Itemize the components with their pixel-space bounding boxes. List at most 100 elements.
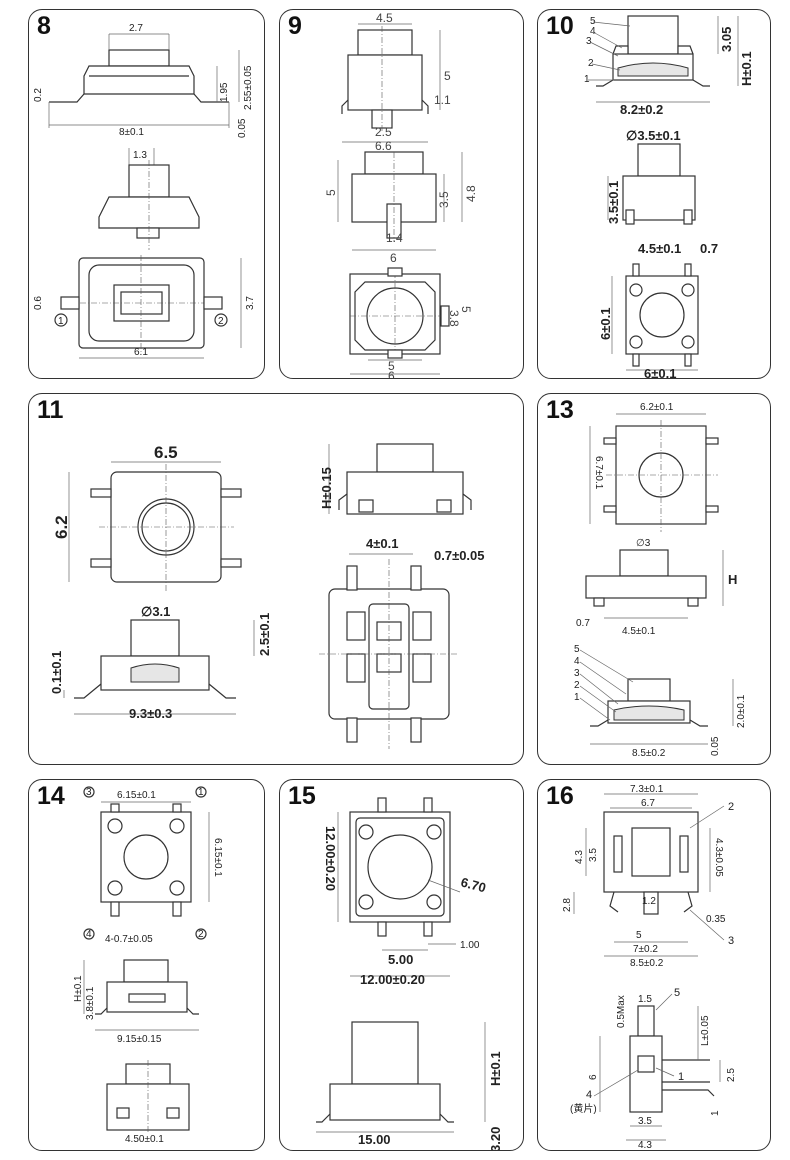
dim-label: 6.2±0.1 bbox=[640, 402, 674, 413]
pin-label: 1 bbox=[58, 316, 64, 327]
actuator-side bbox=[130, 619, 180, 657]
dim-label: 12.00±0.20 bbox=[360, 972, 425, 987]
dim-label: H±0.15 bbox=[319, 467, 334, 509]
callout-number: 2 bbox=[574, 680, 580, 691]
panel-9: 9 4.5 5 1.1 2.5 6.6 5 3.5 4.8 1.4 6 bbox=[279, 9, 524, 379]
dim-label: 1.4 bbox=[386, 231, 403, 245]
body-side bbox=[347, 54, 423, 111]
dim-label: 6.6 bbox=[375, 139, 392, 153]
dim-label: 6.7±0.1 bbox=[593, 456, 604, 490]
pin-label: 2 bbox=[218, 316, 224, 327]
actuator-side bbox=[627, 15, 679, 55]
dim-label: 1.00 bbox=[460, 940, 480, 951]
panel-number: 10 bbox=[546, 12, 574, 40]
dim-label: 3.05 bbox=[719, 27, 734, 52]
panel-number: 9 bbox=[288, 12, 302, 40]
dim-label: 0.1±0.1 bbox=[49, 651, 64, 694]
switch-8-drawing: 2.7 8±0.1 0.2 1.95 2.55±0.05 0.05 1.3 0.… bbox=[33, 23, 256, 359]
callout-number: 3 bbox=[86, 787, 92, 798]
panel-number: 8 bbox=[37, 12, 51, 40]
panel-15: 15 12.00±0.20 6.70 5.00 1.00 12.00±0.20 … bbox=[279, 779, 524, 1151]
dim-label: 0.35 bbox=[706, 914, 726, 925]
panel-number: 14 bbox=[37, 782, 65, 810]
dim-label: 1 bbox=[710, 1110, 721, 1116]
dim-label: 9.3±0.3 bbox=[129, 706, 172, 721]
switch-13-drawing: 6.2±0.1 6.7±0.1 ∅3 H 0.7 4.5±0.1 5 4 3 2… bbox=[574, 402, 747, 759]
dim-label: 3.5±0.1 bbox=[606, 181, 621, 224]
dim-label: 2.5±0.1 bbox=[257, 613, 272, 656]
dim-label: 4±0.1 bbox=[366, 536, 398, 551]
callout-number: 4 bbox=[86, 929, 92, 940]
dim-label: 6 bbox=[588, 1074, 599, 1080]
switch-9-drawing: 4.5 5 1.1 2.5 6.6 5 3.5 4.8 1.4 6 bbox=[324, 11, 478, 378]
pin-marker bbox=[214, 313, 228, 327]
callout-number: 2 bbox=[198, 929, 204, 940]
dim-label: 3.5 bbox=[588, 848, 599, 862]
dim-label: 4.50±0.1 bbox=[125, 1134, 164, 1145]
callout-number: 4 bbox=[590, 26, 596, 37]
switch-11-drawing: 6.5 6.2 ∅3.1 2.5±0.1 0.1±0.1 9.3±0.3 H±0… bbox=[49, 443, 485, 749]
body-side bbox=[629, 1035, 663, 1113]
callout-number: 5 bbox=[574, 644, 580, 655]
actuator-top bbox=[123, 834, 169, 880]
dim-label: 0.7±0.05 bbox=[434, 548, 485, 563]
dim-label: 5 bbox=[636, 930, 642, 941]
dim-label: 0.6 bbox=[33, 296, 44, 310]
dim-label: ∅3.5±0.1 bbox=[626, 128, 681, 143]
body-side bbox=[585, 575, 707, 599]
dim-label: 12.00±0.20 bbox=[323, 826, 338, 891]
dim-label: 6 bbox=[390, 251, 397, 265]
panel-number: 15 bbox=[288, 782, 316, 810]
dim-label: H±0.1 bbox=[488, 1051, 503, 1086]
callout-number: 3 bbox=[574, 668, 580, 679]
callout-number: 1 bbox=[678, 1071, 684, 1083]
pin-marker bbox=[54, 313, 68, 327]
dim-label: L±0.05 bbox=[700, 1015, 711, 1046]
dim-label: 4-0.7±0.05 bbox=[105, 934, 153, 945]
dim-label: H±0.1 bbox=[739, 51, 754, 86]
callout-note: (黄片) bbox=[570, 1102, 597, 1115]
dim-label: 4.3 bbox=[638, 1140, 652, 1151]
panel-10: 10 5 4 3 2 1 3.05 H±0.1 8.2±0.2 ∅3.5±0.1… bbox=[537, 9, 771, 379]
dim-label: 4.5 bbox=[376, 11, 393, 25]
dim-label: 5 bbox=[459, 306, 473, 313]
callout-number: 3 bbox=[728, 935, 734, 947]
dim-label: 1.5 bbox=[638, 994, 652, 1005]
actuator-top bbox=[639, 292, 685, 338]
dim-label: H bbox=[728, 572, 737, 587]
actuator-side bbox=[123, 959, 169, 983]
dim-label: 9.15±0.15 bbox=[117, 1034, 162, 1045]
dim-label: 0.7 bbox=[576, 618, 590, 629]
dim-label: ∅3.1 bbox=[141, 604, 170, 619]
dim-label: 0.2 bbox=[33, 88, 44, 102]
callout-number: 5 bbox=[674, 987, 680, 999]
dim-label: 15.00 bbox=[358, 1132, 391, 1147]
callout-number: 4 bbox=[574, 656, 580, 667]
callout-number: 5 bbox=[590, 16, 596, 27]
dim-label: 4.3 bbox=[574, 850, 585, 864]
dim-label: 6±0.1 bbox=[644, 366, 676, 379]
dim-label: 2.55±0.05 bbox=[243, 65, 254, 110]
dim-label: 2.7 bbox=[129, 23, 143, 34]
dim-label: 3.5 bbox=[437, 191, 451, 208]
dim-label: 2.5 bbox=[375, 125, 392, 139]
dim-label: 0.05 bbox=[237, 118, 248, 138]
dim-label: 5 bbox=[444, 69, 451, 83]
dim-label: 3.8 bbox=[447, 310, 461, 327]
dim-label: 6.15±0.1 bbox=[117, 790, 156, 801]
callout-number: 2 bbox=[728, 801, 734, 813]
switch-14-drawing: 6.15±0.1 3 1 4 2 6.15±0.1 4-0.7±0.05 H±0… bbox=[73, 786, 223, 1145]
dim-label: 4.3±0.05 bbox=[713, 838, 724, 877]
dim-label: 8.5±0.2 bbox=[632, 748, 666, 759]
callout-number: 3 bbox=[586, 36, 592, 47]
dim-label: 6.15±0.1 bbox=[212, 838, 223, 877]
dim-label: ∅3 bbox=[636, 538, 651, 549]
dim-label: 5 bbox=[388, 359, 395, 373]
switch-15-drawing: 12.00±0.20 6.70 5.00 1.00 12.00±0.20 H±0… bbox=[316, 797, 503, 1150]
callout-number: 1 bbox=[574, 692, 580, 703]
dim-label: 4.8 bbox=[464, 185, 478, 202]
dim-label: 4.5±0.1 bbox=[638, 241, 681, 256]
panel-number: 13 bbox=[546, 396, 574, 424]
dim-label: 3.5 bbox=[638, 1116, 652, 1127]
actuator-side bbox=[619, 549, 669, 577]
